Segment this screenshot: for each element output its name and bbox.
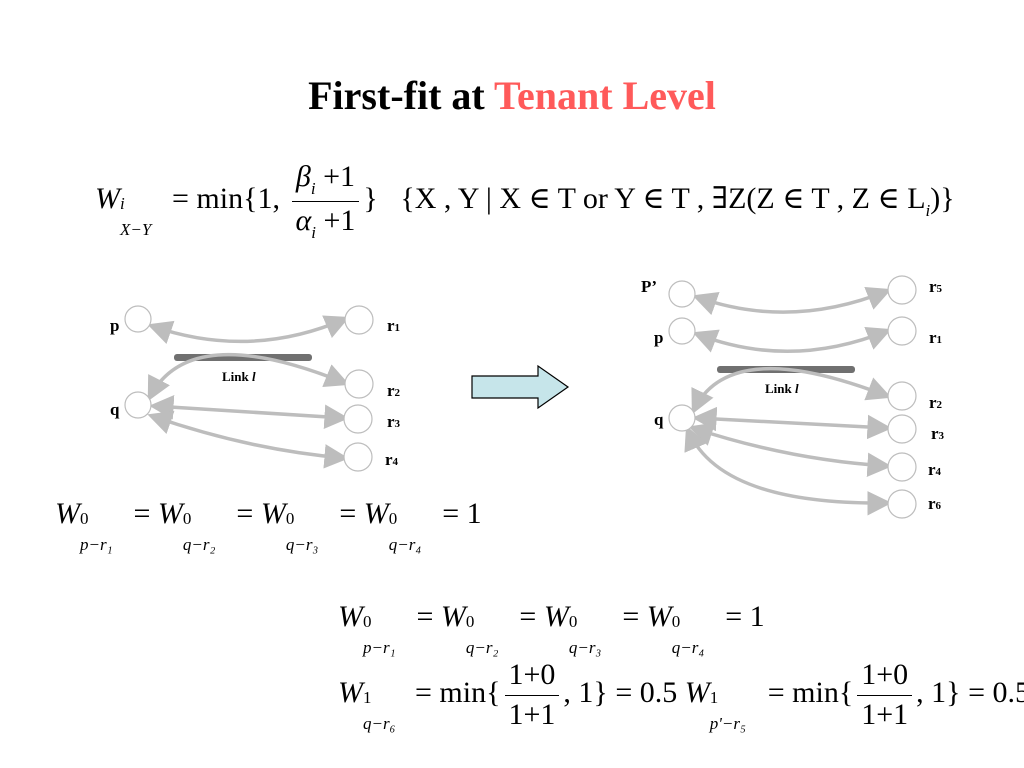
label-pp: P’ <box>641 277 658 296</box>
label-r2: r2 <box>387 381 401 400</box>
node-r1-right <box>887 316 917 346</box>
node-r4 <box>343 442 373 472</box>
eq-bottom1-rhs: = 1 <box>725 600 765 633</box>
label-p: p <box>110 316 120 335</box>
main-formula-min: = min{1, <box>172 181 280 215</box>
edge-q-r3 <box>149 395 349 429</box>
label-p-right: p <box>654 328 664 347</box>
edge-p-r1-right <box>692 326 892 354</box>
node-r4-right <box>887 452 917 482</box>
node-pp <box>668 280 696 308</box>
node-r2 <box>344 369 374 399</box>
transition-arrow <box>471 364 570 410</box>
label-r4: r4 <box>385 450 399 469</box>
title-highlight: Tenant Level <box>494 73 716 118</box>
label-r1-right: r1 <box>929 328 943 347</box>
right-link-label: Link l <box>765 381 799 396</box>
main-formula-set: {X , Y | X ∈ T or Y ∈ T , ∃Z(Z ∈ T , Z ∈… <box>400 181 955 220</box>
label-q: q <box>110 400 120 419</box>
node-r6-right <box>887 489 917 519</box>
node-q-right <box>668 404 696 432</box>
node-p <box>124 305 152 333</box>
label-r2-right: r2 <box>929 393 943 412</box>
eq-left-rhs: = 1 <box>442 497 482 530</box>
edge-q-r2-right <box>691 366 892 415</box>
label-r3: r3 <box>387 412 401 431</box>
title-prefix: First-fit at <box>308 73 485 118</box>
node-r1 <box>344 305 374 335</box>
main-formula-sub: X−Y <box>120 219 152 239</box>
edge-q-r4-right <box>688 422 892 478</box>
fraction-denominator: αi +1 <box>295 203 356 242</box>
edge-q-r3-right <box>692 406 892 440</box>
node-q <box>124 391 152 419</box>
edge-q-r2 <box>147 352 350 402</box>
label-r1: r1 <box>387 316 401 335</box>
main-formula-W: W <box>95 181 120 215</box>
node-r5 <box>887 275 917 305</box>
label-r6-right: r6 <box>928 494 942 513</box>
label-q-right: q <box>654 410 664 429</box>
edge-p-r1 <box>147 315 350 344</box>
main-formula-close: } <box>363 181 378 215</box>
slide-title: First-fit at Tenant Level <box>0 72 1024 119</box>
edge-q-r4 <box>147 410 349 469</box>
label-r5: r5 <box>929 277 943 296</box>
node-r3-right <box>887 414 917 444</box>
label-r3-right: r3 <box>931 424 945 443</box>
fraction-numerator: βi +1 <box>291 160 359 202</box>
edge-pp-r5 <box>692 286 892 316</box>
node-p-right <box>668 317 696 345</box>
node-r3 <box>343 404 373 434</box>
main-formula-sup: i <box>120 193 125 213</box>
right-graph <box>668 275 917 519</box>
left-graph <box>124 305 374 472</box>
label-r4-right: r4 <box>928 460 942 479</box>
main-formula-fraction: βi +1 αi +1 <box>291 160 360 242</box>
left-link-label: Link l <box>222 369 256 384</box>
node-r2-right <box>887 381 917 411</box>
edge-q-r6-right <box>684 425 892 516</box>
